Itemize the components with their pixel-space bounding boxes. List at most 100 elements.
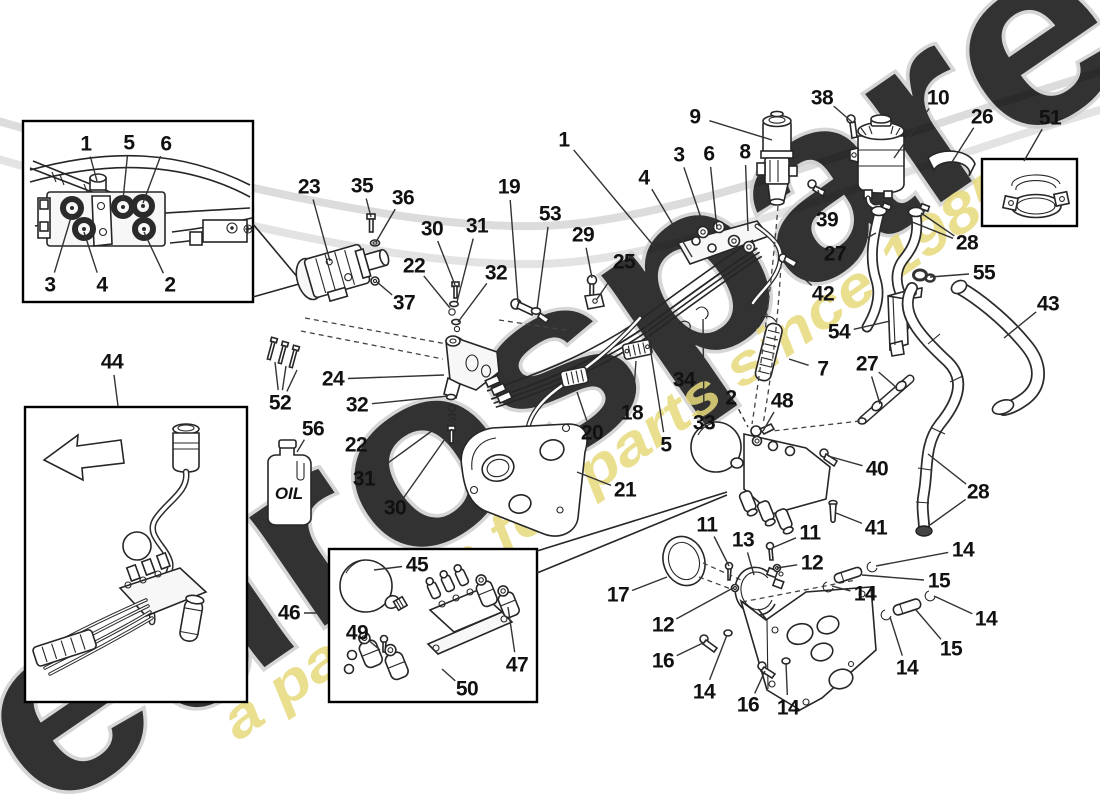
leader-line-5 xyxy=(645,321,665,433)
inset-box-clamp-51 xyxy=(980,157,1079,228)
leader-line-30 xyxy=(403,428,453,498)
return-hose-28 xyxy=(901,282,964,537)
hydraulic-pump-9 xyxy=(756,110,798,206)
leader-line-42 xyxy=(783,259,813,287)
leader-line-35 xyxy=(365,198,372,218)
leader-line-3 xyxy=(53,213,73,273)
leader-line-19 xyxy=(509,199,519,303)
leader-line-51 xyxy=(1023,128,1043,162)
power-steering-pump xyxy=(295,243,390,303)
leader-line-29 xyxy=(585,247,593,279)
leader-line-27 xyxy=(878,371,898,389)
leader-line-30 xyxy=(437,240,456,286)
leader-line-1 xyxy=(89,156,98,182)
leader-line-43 xyxy=(1003,311,1037,339)
grommet-55 xyxy=(912,268,936,283)
leader-line-41 xyxy=(835,512,863,525)
leader-line-53 xyxy=(536,226,549,310)
leader-line-28 xyxy=(929,498,967,526)
inset-box-valve-detail xyxy=(21,119,255,304)
leader-lines xyxy=(53,105,1043,696)
solenoid-valve-47 xyxy=(475,574,498,608)
oil-reservoir-10 xyxy=(849,114,905,210)
leader-line-12 xyxy=(776,564,798,569)
leader-line-37 xyxy=(376,281,393,296)
leader-line-16 xyxy=(754,670,766,694)
leader-line-33 xyxy=(702,318,705,411)
leader-line-27 xyxy=(848,232,877,249)
mounting-plate xyxy=(739,586,877,711)
leader-line-4 xyxy=(651,188,693,258)
inset-box-valves-45-50 xyxy=(327,547,539,704)
leader-line-47 xyxy=(507,606,516,653)
leader-line-26 xyxy=(951,127,975,163)
leader-line-15 xyxy=(915,609,942,640)
bolts-52 xyxy=(266,336,301,369)
leader-line-24 xyxy=(347,374,445,380)
fitting-48-icon xyxy=(750,425,762,437)
ring-17 xyxy=(662,535,706,587)
formed-hose-43 xyxy=(950,279,1045,416)
leader-line-22 xyxy=(423,275,451,309)
bracket-hardware xyxy=(445,281,461,444)
clip-34-icon xyxy=(678,320,691,332)
hose-sleeve-26 xyxy=(927,150,976,177)
oil-bottle-56: OIL xyxy=(267,439,312,526)
leader-line-14 xyxy=(875,551,949,567)
lower-tube-27 xyxy=(857,374,915,425)
leader-line-3 xyxy=(683,167,704,225)
leader-line-38 xyxy=(833,105,853,123)
oil-bottle-label: OIL xyxy=(275,484,303,503)
direction-arrow-icon xyxy=(42,433,125,482)
leader-line-36 xyxy=(375,208,396,243)
leader-line-31 xyxy=(375,416,452,473)
pipe-clamp-block-20 xyxy=(559,366,590,388)
leader-line-2 xyxy=(143,231,165,274)
leader-line-11 xyxy=(771,537,797,549)
plate-fasteners xyxy=(699,541,936,680)
leader-line-52 xyxy=(274,361,279,391)
leader-line-28 xyxy=(920,212,955,237)
leader-line-21 xyxy=(576,471,612,487)
leader-line-25 xyxy=(596,272,616,300)
leader-line-14 xyxy=(708,634,728,681)
leader-line-20 xyxy=(576,391,588,422)
leader-line-2 xyxy=(737,408,749,428)
leader-line-40 xyxy=(827,455,863,467)
fasteners-38-39 xyxy=(807,114,858,198)
leader-line-1 xyxy=(573,149,664,258)
leader-line-5 xyxy=(122,155,129,201)
inset-box-assembly-44 xyxy=(23,405,249,704)
pipe-clamp-block-18 xyxy=(621,338,653,360)
leader-line-28 xyxy=(886,211,954,239)
leader-line-52 xyxy=(281,365,287,391)
leader-line-14 xyxy=(831,585,851,592)
hydraulic-pipe-bundle xyxy=(484,220,771,431)
leader-line-54 xyxy=(853,320,891,330)
leader-line-12 xyxy=(675,587,734,620)
leader-line-48 xyxy=(762,411,775,432)
leader-line-22 xyxy=(369,406,451,441)
pipe-end-fittings xyxy=(484,374,514,405)
leader-line-32 xyxy=(457,282,488,323)
leader-line-11 xyxy=(713,536,730,567)
solenoid-valve-50 xyxy=(384,643,409,681)
solenoid-valve-47b xyxy=(497,585,520,619)
leader-line-27 xyxy=(870,376,881,405)
leader-line-8 xyxy=(744,164,749,232)
leader-line-31 xyxy=(456,238,474,303)
leader-line-6 xyxy=(142,155,162,204)
leader-line-55 xyxy=(929,273,970,278)
leader-line-18 xyxy=(632,360,637,401)
leader-line-44 xyxy=(113,374,119,407)
leader-line-4 xyxy=(83,231,98,273)
leader-line-28 xyxy=(927,453,967,485)
leader-line-14 xyxy=(889,616,903,656)
leader-line-45 xyxy=(373,565,403,571)
leader-line-17 xyxy=(631,576,668,592)
clip-33-icon xyxy=(695,306,709,320)
leader-line-23 xyxy=(312,199,331,262)
pump-fasteners xyxy=(266,213,381,369)
